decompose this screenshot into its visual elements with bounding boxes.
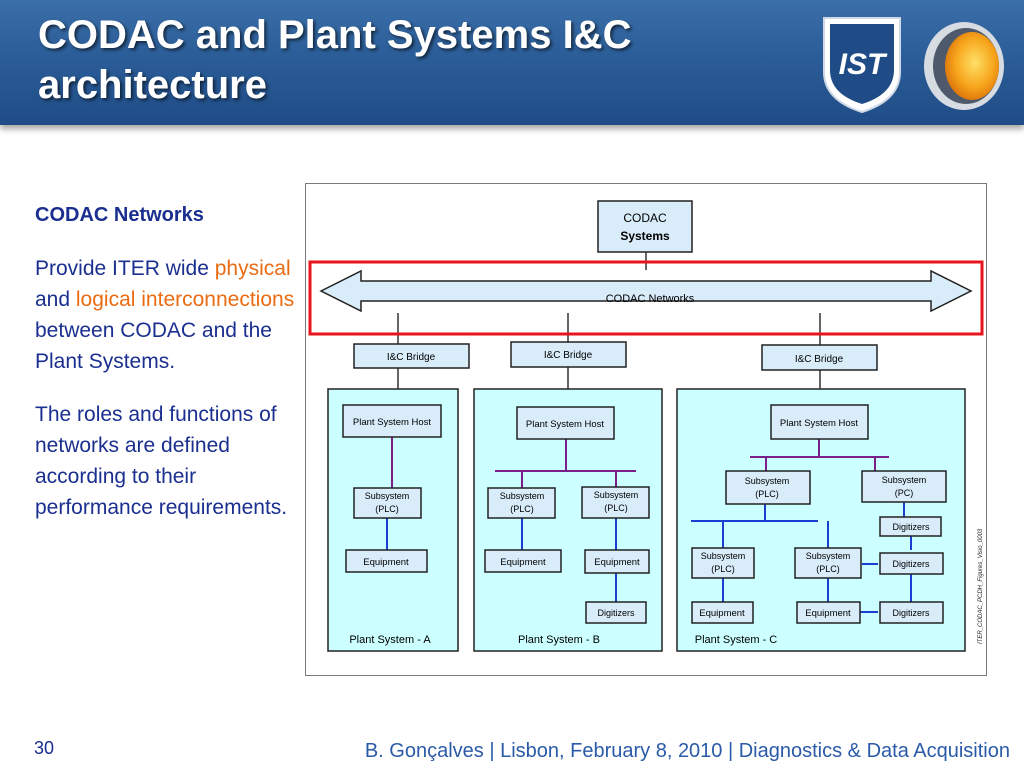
equipment-c1-box xyxy=(691,601,754,624)
digitizers-c3-label: Digitizers xyxy=(892,608,930,618)
title-line-1: CODAC and Plant Systems I&C xyxy=(38,13,632,57)
equipment-a-box xyxy=(345,549,428,573)
bus-c-blue xyxy=(691,502,912,613)
subsystem-b1-plc: (PLC) xyxy=(510,504,534,514)
p1-start: Provide ITER wide xyxy=(35,257,215,280)
equipment-b2-box xyxy=(584,549,650,574)
bridge-a-box xyxy=(353,343,470,369)
architecture-diagram-frame: CODAC Systems CODAC Networks I&C Bridge … xyxy=(305,183,987,676)
host-c-box xyxy=(770,404,869,440)
figure-reference: ITER_CODAC_PCDH_Figures_Visio_0003 xyxy=(978,528,984,644)
digitizers-b-box xyxy=(585,601,647,624)
subsystem-c3-label: Subsystem xyxy=(701,551,746,561)
slide-title: CODAC and Plant Systems I&C architecture xyxy=(38,10,631,110)
codac-networks-arrow xyxy=(319,269,973,313)
host-a-box xyxy=(342,404,442,438)
subsystem-b2-plc: (PLC) xyxy=(604,503,628,513)
subsystem-a-plc: (PLC) xyxy=(375,504,399,514)
footer-text: B. Gonçalves | Lisbon, February 8, 2010 … xyxy=(364,740,1010,762)
p1-physical: physical xyxy=(214,257,291,280)
subsystem-c1-plc: (PLC) xyxy=(755,489,779,499)
equipment-b1-label: Equipment xyxy=(500,557,546,568)
plant-system-b-label: Plant System - B xyxy=(518,634,600,646)
subsystem-c1-label: Subsystem xyxy=(745,476,790,486)
bridge-b-box xyxy=(510,341,627,368)
digitizers-c2-label: Digitizers xyxy=(892,559,930,569)
p1-logical: logical xyxy=(75,288,136,311)
subsystem-c4-plc: (PLC) xyxy=(816,564,840,574)
bridge-a-label: I&C Bridge xyxy=(387,352,436,363)
orange-sphere-logo xyxy=(924,22,1004,110)
bus-b-blue xyxy=(521,518,617,602)
host-b-label: Plant System Host xyxy=(526,419,604,430)
equipment-c1-label: Equipment xyxy=(699,608,745,619)
equipment-c2-label: Equipment xyxy=(805,608,851,619)
p1-end: between CODAC and the Plant Systems. xyxy=(35,319,272,373)
subsystem-b2-box xyxy=(581,486,650,519)
subsystem-b1-box xyxy=(487,487,556,519)
equipment-b1-box xyxy=(484,549,562,573)
page-number: 30 xyxy=(34,738,55,758)
plant-system-a-label: Plant System - A xyxy=(349,634,431,646)
p1-and: and xyxy=(35,288,76,311)
architecture-diagram: CODAC Systems CODAC Networks I&C Bridge … xyxy=(308,200,984,652)
bus-c-purple xyxy=(750,439,889,471)
subsystem-c1-box xyxy=(725,470,811,505)
subsystem-c2-pc: (PC) xyxy=(895,488,914,498)
subsystem-b1-label: Subsystem xyxy=(500,491,545,501)
subsystem-c2-label: Subsystem xyxy=(882,475,927,485)
network-highlight-box xyxy=(308,260,984,336)
codac-networks-label: CODAC Networks xyxy=(606,293,695,305)
host-b-box xyxy=(516,406,615,440)
systems-label: Systems xyxy=(620,229,670,243)
codac-systems-box xyxy=(597,200,693,253)
subsystem-b2-label: Subsystem xyxy=(594,490,639,500)
bridge-b-label: I&C Bridge xyxy=(544,350,593,361)
title-bar: CODAC and Plant Systems I&C architecture… xyxy=(0,0,1024,125)
plant-system-c-label: Plant System - C xyxy=(695,634,778,646)
paragraph-1: Provide ITER wide physical and logical i… xyxy=(35,253,295,377)
subsystem-a-label: Subsystem xyxy=(365,491,410,501)
subsystem-a-box xyxy=(353,487,422,519)
title-line-2: architecture xyxy=(38,63,267,107)
section-heading: CODAC Networks xyxy=(35,204,204,226)
digitizers-b-label: Digitizers xyxy=(597,608,635,618)
digitizers-c1-box xyxy=(879,516,942,537)
bridge-c-label: I&C Bridge xyxy=(795,354,844,365)
equipment-a-label: Equipment xyxy=(363,557,409,568)
bus-b-purple xyxy=(495,439,636,488)
subsystem-c3-box xyxy=(691,547,755,579)
p1-interconnections: interconnections xyxy=(141,288,295,311)
digitizers-c3-box xyxy=(879,601,944,624)
digitizers-c1-label: Digitizers xyxy=(892,522,930,532)
subsystem-c2-box xyxy=(861,470,947,503)
host-c-label: Plant System Host xyxy=(780,418,858,429)
digitizers-c2-box xyxy=(879,552,944,575)
left-text-column: CODAC Networks Provide ITER wide physica… xyxy=(35,200,295,545)
subsystem-c4-box xyxy=(794,547,862,579)
subsystem-c4-label: Subsystem xyxy=(806,551,851,561)
codac-label: CODAC xyxy=(623,211,667,225)
svg-text:IST: IST xyxy=(839,48,888,81)
bridge-c-box xyxy=(761,344,878,371)
host-a-label: Plant System Host xyxy=(353,417,431,428)
subsystem-c3-plc: (PLC) xyxy=(711,564,735,574)
equipment-b2-label: Equipment xyxy=(594,557,640,568)
paragraph-2: The roles and functions of networks are … xyxy=(35,403,288,519)
equipment-c2-box xyxy=(796,601,861,624)
ist-shield-logo: IST xyxy=(823,17,901,114)
